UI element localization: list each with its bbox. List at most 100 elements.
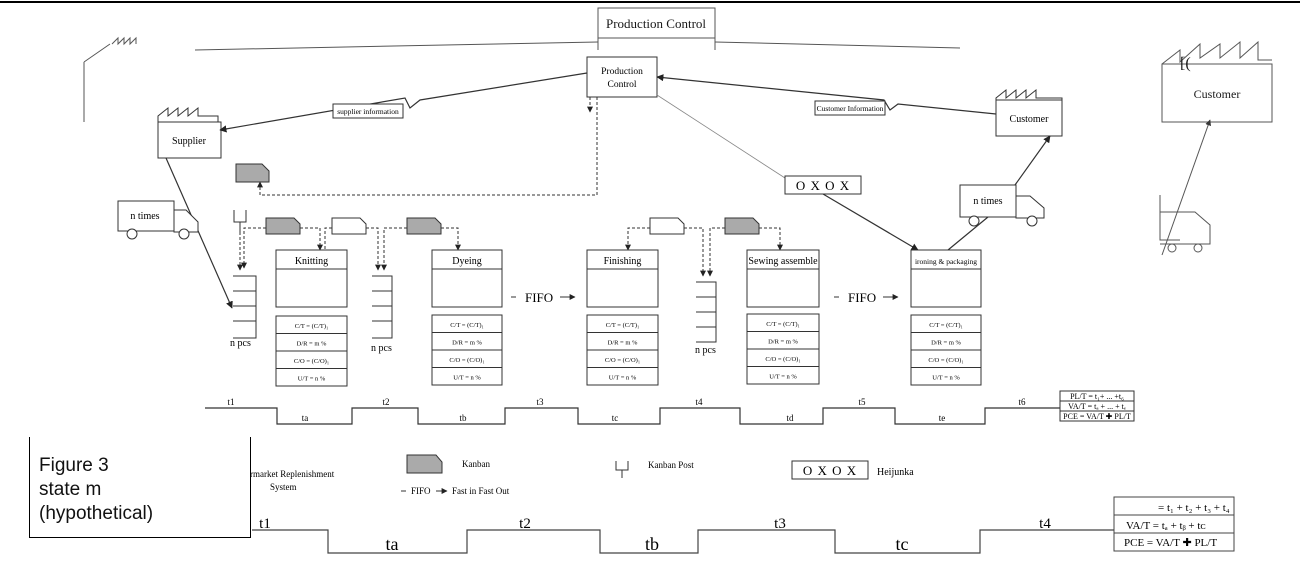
- process-name: Finishing: [604, 256, 642, 267]
- caption-line-2: state m: [39, 479, 102, 500]
- legend-heijunka: Heijunka: [877, 467, 914, 478]
- legend-supermarket-1: Supermarket Replenishment: [232, 469, 335, 479]
- bottom-lower-label: tb: [645, 534, 659, 554]
- process-name: ironing & packaging: [915, 257, 977, 266]
- production-control-label-2: Control: [607, 80, 636, 90]
- pc-kanban-dashed: [257, 97, 598, 196]
- data-row: U/T = n %: [932, 375, 960, 382]
- pc-heijunka-line: [656, 94, 786, 179]
- fifo-2-label: FIFO: [848, 290, 876, 305]
- top-supplier-roof: [111, 36, 137, 46]
- customer-factory: Customer: [995, 88, 1063, 137]
- data-row: U/T = n %: [769, 374, 797, 381]
- left-truck: n times: [117, 200, 199, 240]
- supermarket-1: n pcs: [230, 275, 257, 349]
- supermarket-3: n pcs: [695, 281, 717, 356]
- legend-heijunka-box: O X O X: [803, 463, 857, 478]
- data-row: C/O = (C/O)₁: [765, 356, 800, 363]
- kanban-loop-1: [241, 217, 323, 269]
- bottom-upper-label: t1: [259, 516, 271, 532]
- timeline-upper-label: t1: [227, 397, 234, 407]
- data-row: U/T = n %: [298, 376, 326, 383]
- process-name: Sewing assemble: [748, 256, 818, 267]
- kanban-loop-4: [625, 217, 706, 277]
- data-row: D/R = m %: [297, 341, 327, 348]
- bottom-sum1: = t₁ + t₂ + t₃ + t₄: [1158, 502, 1230, 514]
- caption-line-3: (hypothetical): [39, 503, 154, 524]
- bottom-upper-label: t3: [774, 516, 786, 532]
- data-row: C/T = (C/T)₁: [929, 322, 963, 329]
- bottom-summary: = t₁ + t₂ + t₃ + t₄ VA/T = tₐ + tᵦ + tᴄ …: [1113, 496, 1235, 552]
- timeline-line: [205, 407, 1060, 425]
- customer-info-box: [814, 100, 886, 116]
- data-row: C/T = (C/T)₁: [295, 323, 329, 330]
- customer-label: Customer: [1010, 114, 1050, 125]
- fifo-1-label: FIFO: [525, 290, 553, 305]
- right-truck: n times: [959, 184, 1045, 227]
- npcs-label-1: n pcs: [230, 338, 251, 349]
- npcs-label-2: n pcs: [371, 343, 392, 354]
- fifo-2: FIFO: [834, 290, 899, 305]
- data-row: U/T = n %: [609, 375, 637, 382]
- process-box: [275, 249, 348, 308]
- ironing-to-truck: [947, 216, 989, 251]
- timeline-upper-label: t6: [1018, 397, 1026, 407]
- timeline-upper-label: t4: [695, 397, 703, 407]
- customer-info-flow: [656, 74, 997, 115]
- legend-fifo-desc: Fast in Fast Out: [452, 486, 510, 496]
- bottom-lower-label: ta: [386, 534, 399, 554]
- production-control-label-1: Production: [601, 67, 643, 77]
- kanban-loop-2: [324, 217, 381, 271]
- process-box: [910, 249, 982, 308]
- left-truck-label: n times: [130, 211, 159, 222]
- timeline-upper-label: t5: [858, 397, 866, 407]
- process-box: [431, 249, 503, 308]
- supplier-to-supermarket: [165, 157, 233, 309]
- top-fragment: Production Control Customer [(: [83, 7, 1273, 256]
- timeline-lower-label: te: [939, 413, 946, 423]
- top-customer-label: Customer: [1194, 87, 1241, 101]
- production-control-label: Production Control: [622, 99, 630, 101]
- data-row: C/O = (C/O)₁: [449, 357, 484, 364]
- bottom-sum3: PCE = VA/T ✚ PL/T: [1124, 537, 1217, 549]
- supplier-factory: Supplier: [157, 106, 222, 159]
- data-row: C/T = (C/T)₁: [766, 321, 800, 328]
- legend-fifo-icon: FIFO: [411, 486, 431, 496]
- data-row: C/O = (C/O)₁: [928, 357, 963, 364]
- data-row: D/R = m %: [608, 340, 638, 347]
- data-row: C/O = (C/O)₁: [605, 357, 640, 364]
- legend-kanban-post: Kanban Post: [648, 460, 694, 470]
- data-row: C/O = (C/O)₁: [294, 358, 329, 365]
- process-name: Dyeing: [452, 256, 481, 267]
- timeline-lower-label: ta: [302, 413, 309, 423]
- summary-pce: PCE = VA/T ✚ PL/T: [1063, 412, 1131, 421]
- kanban-loop-5: [707, 217, 783, 277]
- legend-kanban: Kanban: [462, 459, 490, 469]
- right-truck-label: n times: [973, 196, 1002, 207]
- heijunka-to-ironing: [822, 193, 919, 251]
- fifo-1: FIFO: [511, 290, 576, 305]
- bottom-upper-label: t2: [519, 516, 531, 532]
- timeline-lower-label: tb: [459, 413, 467, 423]
- supplier-info-label: supplier information: [337, 107, 399, 116]
- heijunka-label: O X O X: [796, 178, 850, 193]
- top-production-control-box: [597, 7, 716, 39]
- left-kanban-post: [233, 163, 270, 271]
- supplier-label: Supplier: [172, 136, 207, 147]
- top-customer-box: [1161, 63, 1273, 123]
- timeline-upper-label: t3: [536, 397, 544, 407]
- top-production-control-label: Production Control: [606, 16, 706, 31]
- bottom-upper-label: t4: [1039, 516, 1051, 532]
- kanban-loop-3: [381, 217, 461, 271]
- customer-info-label: Customer Information: [817, 104, 884, 113]
- legend-kanban-post-icon: [615, 461, 629, 478]
- supplier-info-box: [332, 103, 404, 119]
- customer-box: [995, 99, 1063, 137]
- bottom-lower-label: tc: [896, 534, 909, 554]
- legend-heijunka-icon: [791, 460, 869, 480]
